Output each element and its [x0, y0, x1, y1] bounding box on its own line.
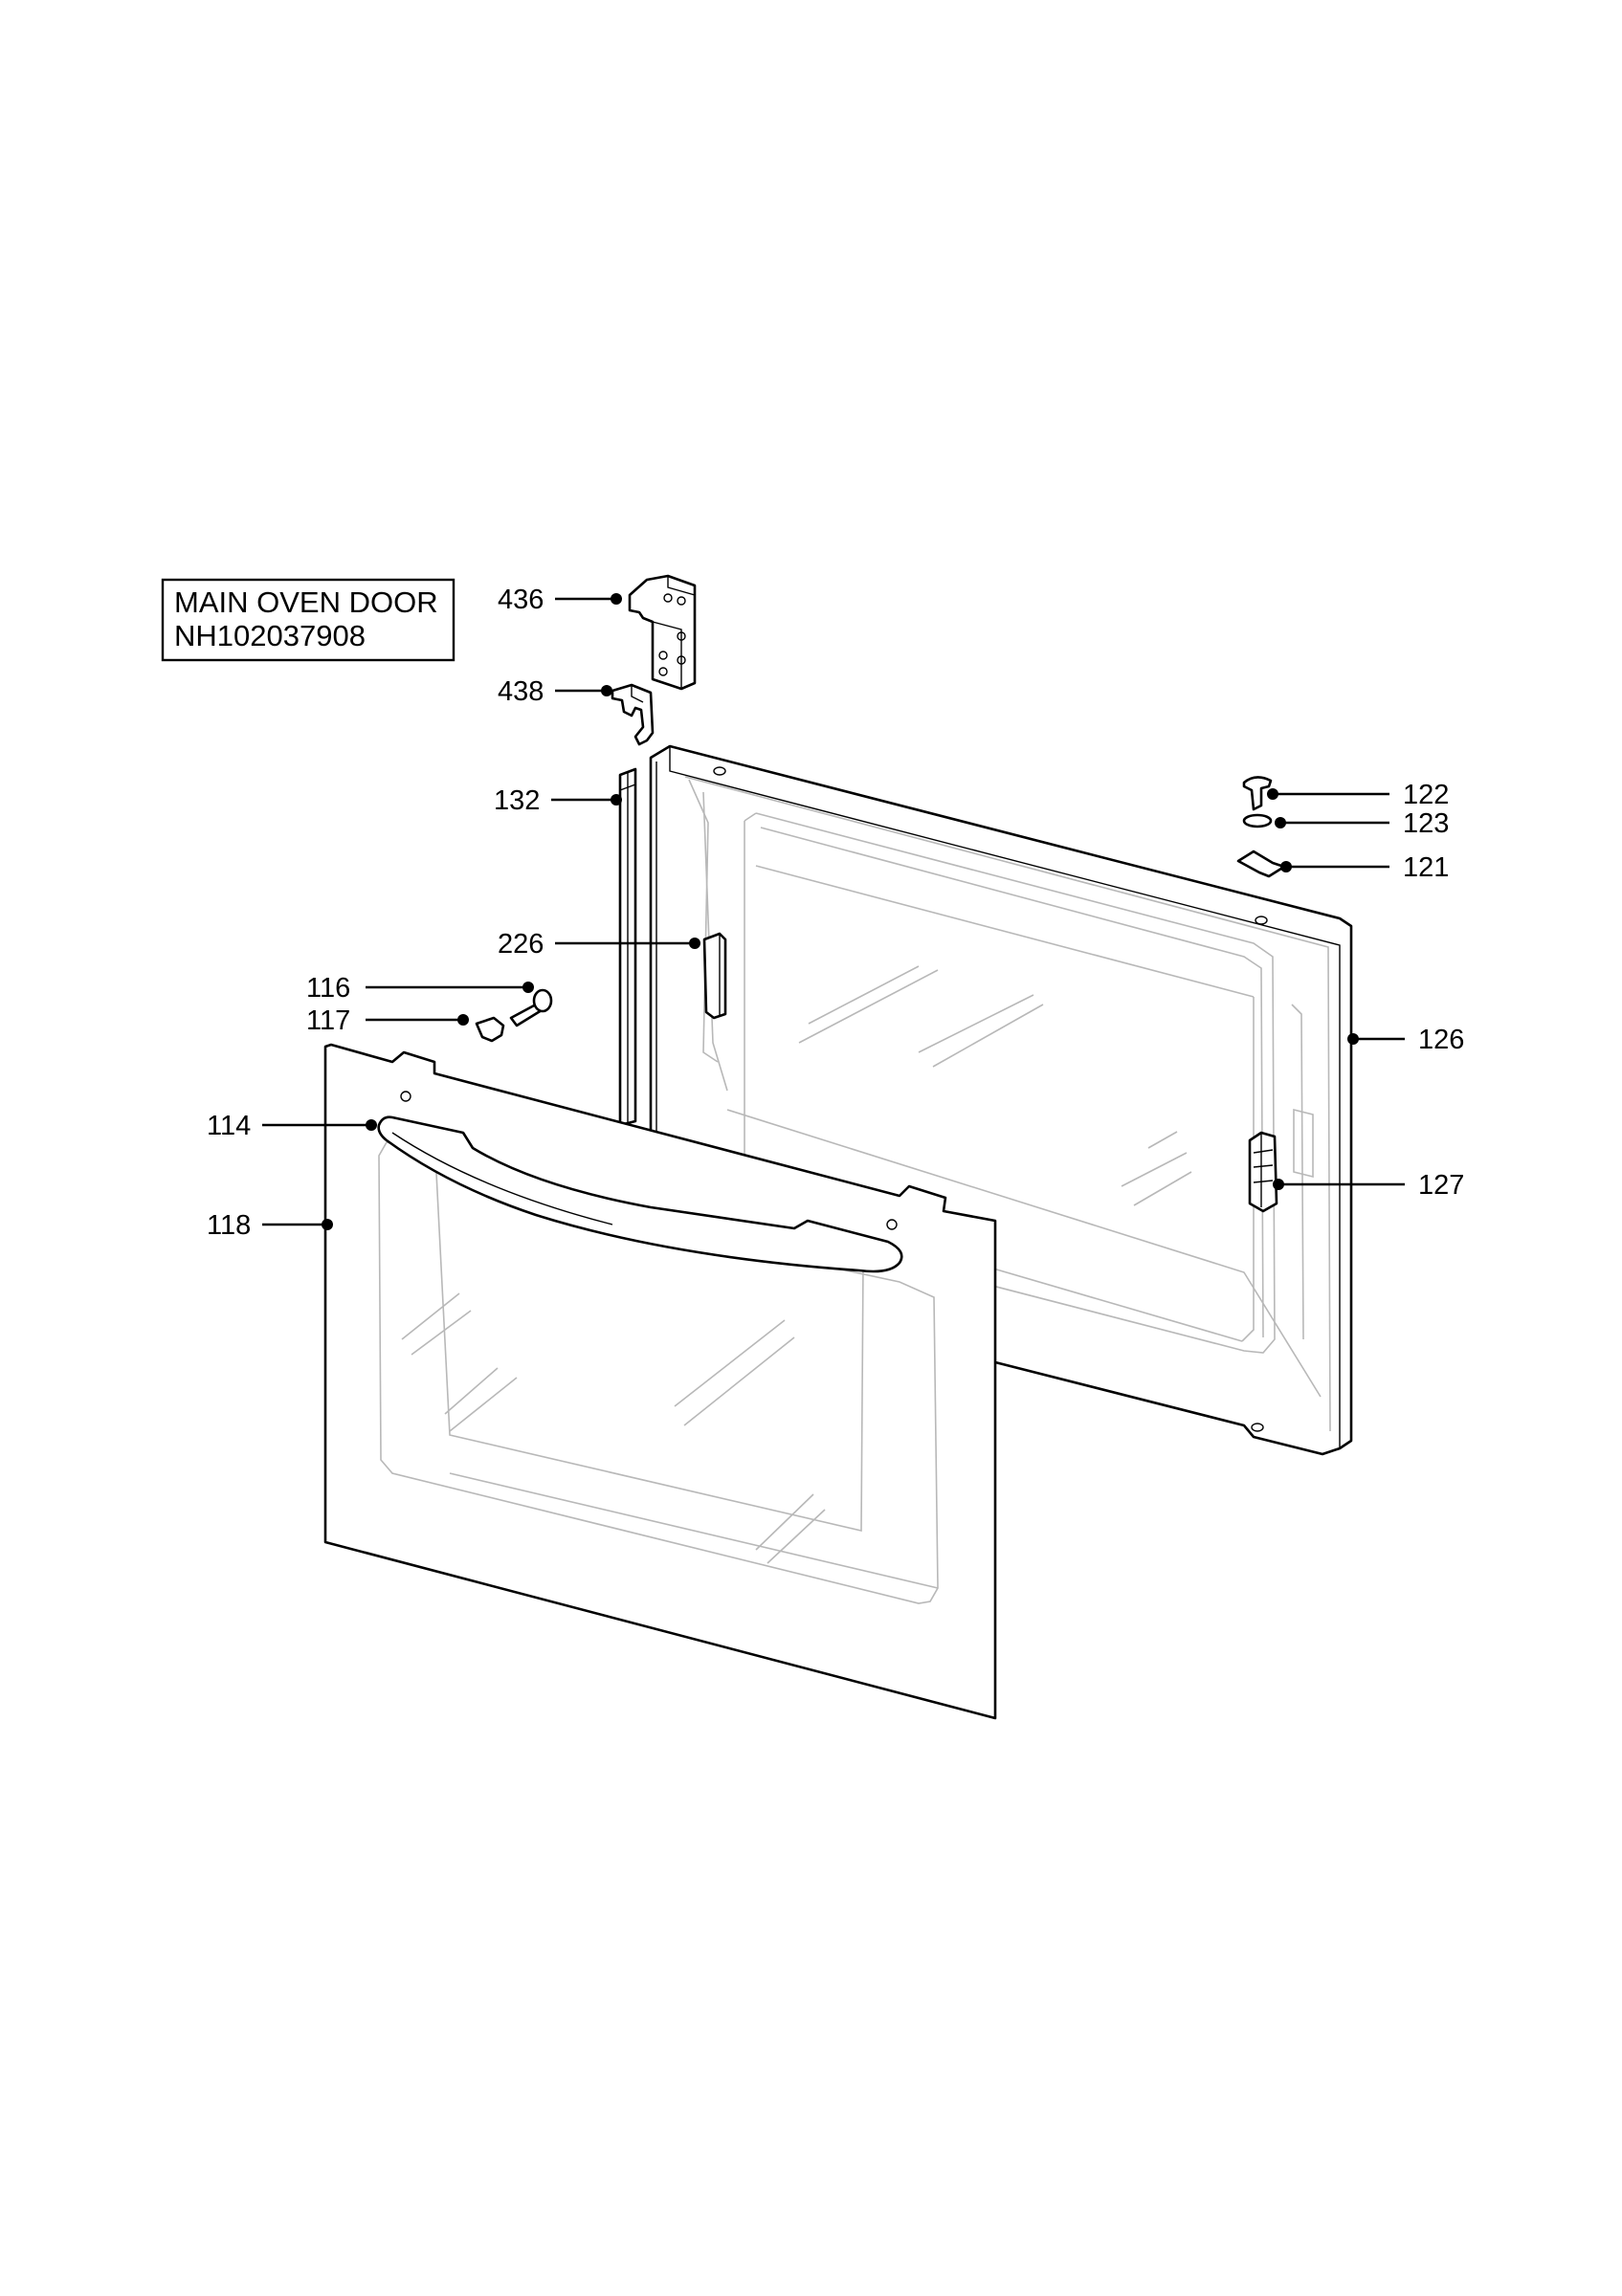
callout-label-117: 117: [306, 1005, 350, 1036]
callout-label-436: 436: [498, 585, 544, 615]
part-118-outer-door-panel: [323, 1043, 997, 1720]
callout-123: 123: [1275, 808, 1449, 839]
callout-label-121: 121: [1403, 852, 1449, 883]
part-127-latch: [1248, 1131, 1278, 1213]
callout-117: 117: [306, 1005, 469, 1036]
part-438-hinge-clip: [611, 683, 655, 746]
part-436-hinge-bracket: [628, 574, 697, 691]
callout-114: 114: [207, 1111, 377, 1141]
callout-label-126: 126: [1418, 1025, 1464, 1055]
callout-121: 121: [1280, 852, 1449, 883]
part-122-screw: [1242, 776, 1273, 811]
callout-label-438: 438: [498, 676, 544, 707]
title-line-1: MAIN OVEN DOOR: [174, 585, 438, 619]
part-117-washer: [475, 1016, 505, 1043]
callout-label-127: 127: [1418, 1170, 1464, 1201]
callout-label-114: 114: [207, 1111, 251, 1141]
part-226-side-bracket: [702, 932, 727, 1020]
callout-label-116: 116: [306, 973, 350, 1004]
part-114-handle: [377, 1115, 903, 1273]
callout-label-122: 122: [1403, 780, 1449, 810]
callout-label-123: 123: [1403, 808, 1449, 839]
callout-436: 436: [498, 585, 622, 615]
part-121-clip: [1236, 850, 1286, 878]
part-116-screw: [509, 988, 553, 1027]
callout-label-226: 226: [498, 929, 544, 960]
title-box: MAIN OVEN DOOR NH102037908: [161, 578, 455, 662]
callout-116: 116: [306, 973, 534, 1004]
callout-126: 126: [1347, 1025, 1464, 1055]
callout-132: 132: [494, 785, 622, 816]
callout-226: 226: [498, 929, 700, 960]
callout-122: 122: [1267, 780, 1449, 810]
callout-label-118: 118: [207, 1210, 251, 1241]
part-132-side-strip: [618, 767, 637, 1127]
callout-438: 438: [498, 676, 612, 707]
callout-118: 118: [207, 1210, 333, 1241]
callout-label-132: 132: [494, 785, 540, 816]
part-123-washer: [1242, 813, 1273, 828]
title-line-2: NH102037908: [174, 619, 366, 652]
callout-127: 127: [1273, 1170, 1464, 1201]
